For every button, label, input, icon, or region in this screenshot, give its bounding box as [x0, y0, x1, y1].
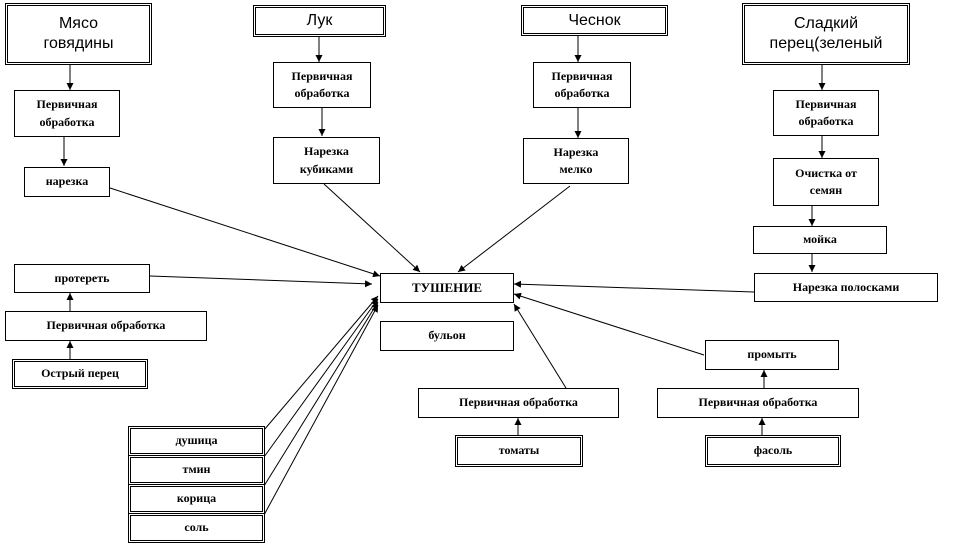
step-beef-primary-label: Первичная обработка: [36, 97, 98, 129]
step-beef-cut: нарезка: [24, 167, 110, 197]
step-beans-primary-label: Первичная обработка: [698, 395, 818, 410]
ingredient-beef-label: Мясо говядины: [43, 15, 114, 52]
arrow-rinse-stew: [513, 292, 705, 356]
arrow-salt-stew: [263, 304, 379, 516]
ingredient-allspice-label: душица: [175, 433, 218, 448]
step-beans-primary: Первичная обработка: [657, 388, 859, 418]
arrow-cinnamon-stew: [263, 301, 379, 487]
ingredient-salt-label: соль: [184, 520, 209, 535]
step-garlic-cut: Нарезка мелко: [523, 138, 629, 184]
ingredient-sweet-pepper: Сладкий перец(зеленый: [742, 3, 910, 65]
ingredient-beans-label: фасоль: [753, 443, 793, 458]
step-beans-rinse: промыть: [705, 340, 839, 370]
step-pepper-wash-label: мойка: [803, 232, 837, 247]
step-pepper-cut-label: Нарезка полосками: [792, 279, 900, 294]
ingredient-sweet-pepper-label: Сладкий перец(зеленый: [769, 15, 883, 52]
step-garlic-primary-label: Первичная обработка: [551, 68, 613, 100]
step-beef-cut-label: нарезка: [45, 174, 89, 189]
ingredient-allspice: душица: [128, 426, 265, 456]
arrow-garlic-stew: [457, 185, 571, 273]
ingredient-onion-label: Лук: [306, 12, 333, 29]
arrow-rub-stew: [149, 275, 373, 288]
ingredient-tomatoes: томаты: [455, 435, 583, 467]
step-garlic-cut-label: Нарезка мелко: [553, 144, 599, 176]
step-garlic-primary: Первичная обработка: [533, 62, 631, 108]
step-hot-primary-label: Первичная обработка: [46, 318, 166, 333]
step-broth-label: бульон: [428, 328, 466, 343]
step-tomato-primary: Первичная обработка: [418, 388, 619, 418]
ingredient-salt: соль: [128, 513, 265, 543]
ingredient-cinnamon-label: корица: [176, 491, 217, 506]
arrow-cumin-stew: [263, 298, 379, 458]
ingredient-garlic: Чеснок: [521, 5, 668, 36]
ingredient-cinnamon: корица: [128, 484, 265, 514]
ingredient-hot-pepper: Острый перец: [12, 359, 148, 389]
ingredient-tomatoes-label: томаты: [498, 443, 540, 458]
step-pepper-wash: мойка: [753, 226, 887, 254]
arrow-allspice-stew: [263, 295, 379, 431]
ingredient-beans: фасоль: [705, 435, 841, 467]
arrow-pepper-stew: [513, 280, 755, 293]
step-pepper-cut: Нарезка полосками: [754, 273, 938, 302]
step-tomato-primary-label: Первичная обработка: [459, 395, 578, 410]
step-hot-primary: Первичная обработка: [5, 311, 207, 341]
ingredient-garlic-label: Чеснок: [568, 11, 621, 29]
ingredient-cumin: тмин: [128, 455, 265, 485]
step-onion-cut: Нарезка кубиками: [273, 137, 380, 184]
arrow-tomato-stew: [513, 303, 567, 389]
step-onion-primary-label: Первичная обработка: [291, 68, 353, 100]
step-pepper-seeds-label: Очистка от семян: [795, 165, 857, 197]
step-onion-primary: Первичная обработка: [273, 62, 371, 108]
step-pepper-seeds: Очистка от семян: [773, 158, 879, 206]
arrow-beef-stew: [109, 187, 381, 278]
step-onion-cut-label: Нарезка кубиками: [299, 144, 354, 176]
ingredient-cumin-label: тмин: [182, 462, 211, 477]
step-broth: бульон: [380, 321, 514, 351]
step-pepper-primary: Первичная обработка: [773, 90, 879, 136]
process-stewing-label: ТУШЕНИЕ: [411, 279, 483, 295]
step-beef-primary: Первичная обработка: [14, 90, 120, 137]
ingredient-onion: Лук: [253, 5, 386, 37]
step-beans-rinse-label: промыть: [747, 347, 797, 362]
step-hot-rub: протереть: [14, 264, 150, 293]
ingredient-beef: Мясо говядины: [5, 3, 152, 65]
step-pepper-primary-label: Первичная обработка: [795, 96, 857, 128]
arrow-onion-stew: [323, 183, 421, 273]
ingredient-hot-pepper-label: Острый перец: [41, 366, 119, 381]
process-stewing: ТУШЕНИЕ: [380, 273, 514, 303]
step-hot-rub-label: протереть: [54, 270, 110, 285]
